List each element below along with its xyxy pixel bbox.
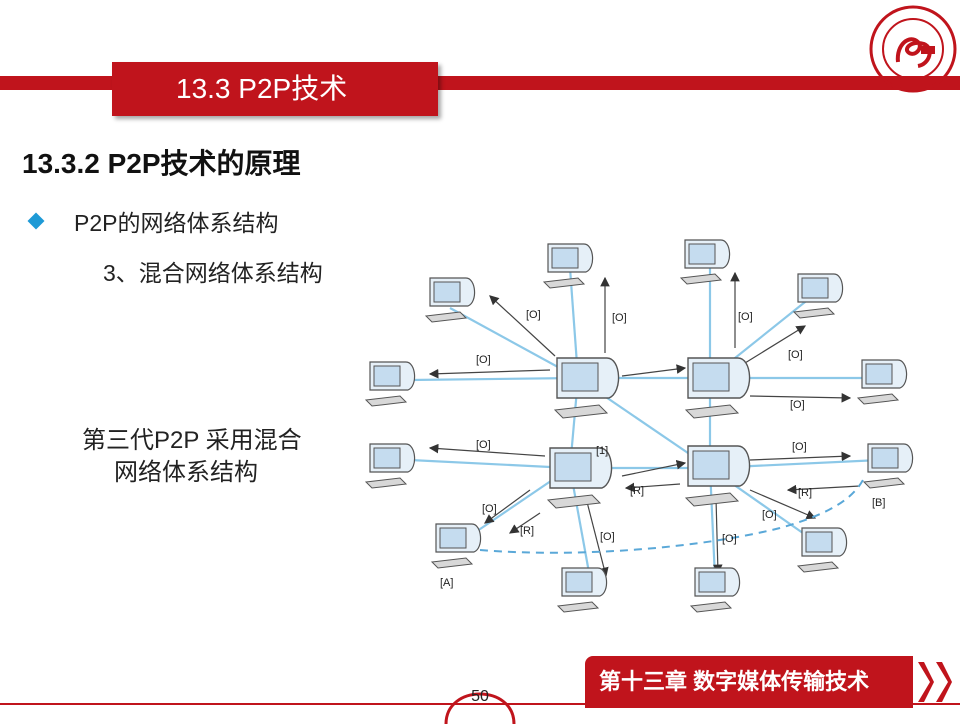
super-node-icon (555, 358, 619, 418)
chevron-right-icon (934, 660, 952, 704)
label-a: [A] (440, 577, 453, 589)
peer-computer-icon (432, 524, 481, 568)
peer-computer-icon (858, 360, 907, 404)
caption-line-2: 网络体系结构 (82, 457, 302, 489)
label-o: [O] (790, 399, 805, 411)
peer-computer-icon (864, 444, 913, 488)
label-r: [R] (630, 485, 644, 497)
label-one: [1] (596, 445, 608, 457)
label-o: [O] (762, 509, 777, 521)
label-b: [B] (872, 497, 885, 509)
label-r: [R] (520, 525, 534, 537)
peer-computer-icon (366, 362, 415, 406)
diamond-bullet-icon (28, 213, 45, 230)
peer-computer-icon (426, 278, 475, 322)
label-o: [O] (788, 349, 803, 361)
peer-computer-icon (544, 244, 593, 288)
caption-line-1: 第三代P2P 采用混合 (82, 425, 302, 457)
label-o: [O] (476, 354, 491, 366)
super-node-icon (548, 448, 612, 508)
subheading: 13.3.2 P2P技术的原理 (22, 142, 301, 182)
label-o: [O] (526, 309, 541, 321)
super-node-icon (686, 358, 750, 418)
peer-computer-icon (558, 568, 607, 612)
label-o: [O] (792, 441, 807, 453)
hybrid-network-diagram: [O] [O] [O] [O] [O] [O] [O] [1] [O] [O] … (360, 228, 920, 620)
chapter-label: 第十三章 数字媒体传输技术 (585, 656, 913, 708)
subpoint-text: 3、混合网络体系结构 (103, 254, 323, 288)
peer-computer-icon (794, 274, 843, 318)
peer-computer-icon (798, 528, 847, 572)
label-o: [O] (722, 533, 737, 545)
label-o: [O] (600, 531, 615, 543)
bullet-text: P2P的网络体系结构 (74, 204, 278, 238)
university-logo-icon (868, 4, 958, 94)
chevron-right-icon (916, 660, 934, 704)
label-o: [O] (482, 503, 497, 515)
peer-computer-icon (691, 568, 740, 612)
section-title: 13.3 P2P技术 (112, 62, 438, 116)
label-o: [O] (476, 439, 491, 451)
diagram-caption: 第三代P2P 采用混合 网络体系结构 (82, 425, 302, 489)
label-o: [O] (612, 312, 627, 324)
bullet-item: P2P的网络体系结构 (30, 204, 278, 238)
label-r: [R] (798, 487, 812, 499)
peer-computer-icon (366, 444, 415, 488)
peer-computer-icon (681, 240, 730, 284)
label-o: [O] (738, 311, 753, 323)
super-node-icon (686, 446, 750, 506)
